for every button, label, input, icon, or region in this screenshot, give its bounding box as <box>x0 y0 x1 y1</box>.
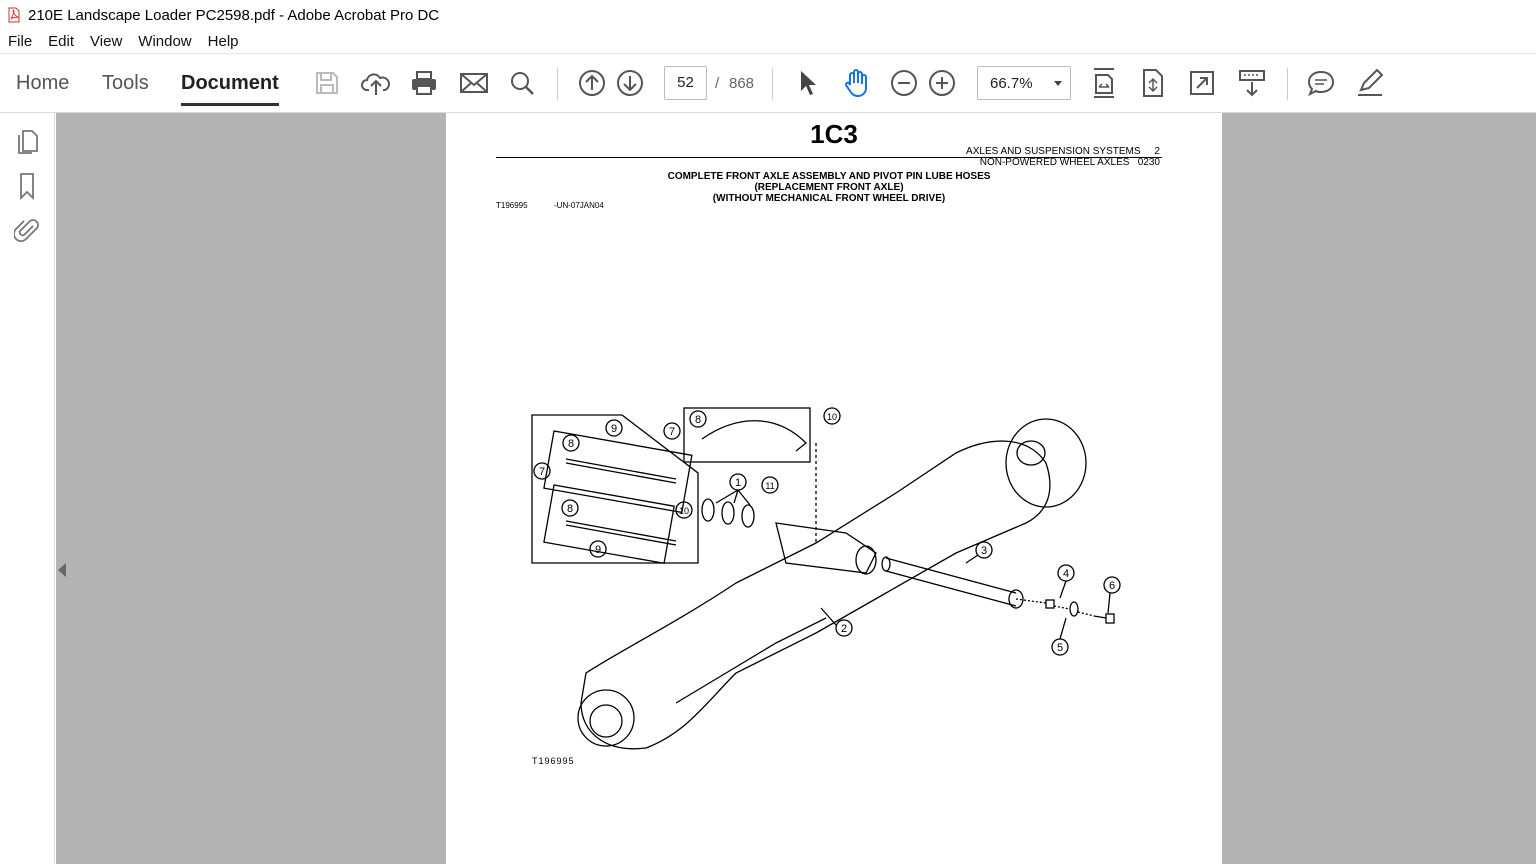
figure-label: T196995 <box>532 756 575 766</box>
fit-page-icon[interactable] <box>1088 67 1120 99</box>
save-icon[interactable] <box>311 67 343 99</box>
reference-code: T196995 <box>496 201 528 210</box>
tab-home[interactable]: Home <box>16 72 70 94</box>
title-bar: 210E Landscape Loader PC2598.pdf - Adobe… <box>0 0 1536 30</box>
callout-11: 11 <box>765 481 774 491</box>
menu-edit[interactable]: Edit <box>48 33 75 50</box>
callout-5: 5 <box>1057 642 1063 654</box>
figure-title-line: (WITHOUT MECHANICAL FRONT WHEEL DRIVE) <box>712 193 946 204</box>
menu-bar: File Edit View Window Help <box>0 30 1536 54</box>
section-title: AXLES AND SUSPENSION SYSTEMS 2 <box>966 146 1160 157</box>
callout-8: 8 <box>568 438 574 450</box>
attachment-icon[interactable] <box>12 215 42 245</box>
callout-4: 4 <box>1063 568 1069 580</box>
callout-9: 9 <box>595 544 601 556</box>
zoom-value: 66.7% <box>990 75 1033 92</box>
zoom-out-icon[interactable] <box>888 67 920 99</box>
axle-exploded-diagram: 9 8 7 8 9 7 8 10 1 11 10 2 3 4 5 6 <box>531 407 1121 750</box>
menu-window[interactable]: Window <box>138 33 192 50</box>
toolbar-separator <box>772 68 773 100</box>
comment-icon[interactable] <box>1305 67 1337 99</box>
pdf-file-icon <box>8 7 20 23</box>
callout-6: 6 <box>1109 580 1115 592</box>
callout-10: 10 <box>827 412 837 422</box>
read-mode-icon[interactable] <box>1236 67 1268 99</box>
bookmark-icon[interactable] <box>12 171 42 201</box>
callout-1: 1 <box>735 477 741 489</box>
toolbar-separator <box>1287 68 1288 100</box>
main-toolbar: Home Tools Document 52 / 868 66.7% <box>0 54 1536 113</box>
scroll-mode-icon[interactable] <box>1137 67 1169 99</box>
callout-9: 9 <box>611 423 617 435</box>
tab-tools[interactable]: Tools <box>102 72 149 94</box>
callout-7: 7 <box>669 426 675 438</box>
cloud-upload-icon[interactable] <box>360 67 392 99</box>
left-navigation-pane <box>0 113 55 864</box>
callout-3: 3 <box>981 545 987 557</box>
page-number-input[interactable]: 52 <box>664 66 707 100</box>
hand-tool-icon[interactable] <box>840 67 872 99</box>
callout-7: 7 <box>539 466 545 478</box>
page-down-icon[interactable] <box>614 67 646 99</box>
menu-help[interactable]: Help <box>207 33 239 50</box>
page-separator: / <box>715 75 720 92</box>
chevron-down-icon <box>1054 81 1062 86</box>
reference-date: -UN-07JAN04 <box>554 201 604 210</box>
full-screen-icon[interactable] <box>1186 67 1218 99</box>
collapse-pane-icon[interactable] <box>58 563 66 577</box>
callout-8: 8 <box>695 414 701 426</box>
figure-title: COMPLETE FRONT AXLE ASSEMBLY AND PIVOT P… <box>446 171 1212 204</box>
page-total: 868 <box>729 75 755 92</box>
menu-file[interactable]: File <box>8 33 33 50</box>
pages-icon[interactable] <box>12 127 42 157</box>
window-title: 210E Landscape Loader PC2598.pdf - Adobe… <box>28 6 440 24</box>
tab-document[interactable]: Document <box>181 72 279 106</box>
figure-title-line: (REPLACEMENT FRONT AXLE) <box>754 182 904 193</box>
header-rule <box>496 157 1162 158</box>
toolbar-separator <box>557 68 558 100</box>
callout-8: 8 <box>567 503 573 515</box>
callout-2: 2 <box>841 623 847 635</box>
email-icon[interactable] <box>458 67 490 99</box>
zoom-dropdown[interactable]: 66.7% <box>977 66 1071 100</box>
print-icon[interactable] <box>408 67 440 99</box>
pdf-page: 1C3 AXLES AND SUSPENSION SYSTEMS 2 NON-P… <box>446 113 1222 864</box>
zoom-in-icon[interactable] <box>926 67 958 99</box>
page-heading: 1C3 <box>810 119 858 149</box>
highlight-pen-icon[interactable] <box>1354 67 1386 99</box>
search-icon[interactable] <box>506 67 538 99</box>
page-up-icon[interactable] <box>576 67 608 99</box>
select-cursor-icon[interactable] <box>791 67 823 99</box>
figure-title-line: COMPLETE FRONT AXLE ASSEMBLY AND PIVOT P… <box>667 171 991 182</box>
inset-frame <box>531 414 699 564</box>
menu-view[interactable]: View <box>90 33 123 50</box>
section-subtitle: NON-POWERED WHEEL AXLES 0230 <box>979 157 1160 168</box>
callout-10: 10 <box>679 506 689 516</box>
